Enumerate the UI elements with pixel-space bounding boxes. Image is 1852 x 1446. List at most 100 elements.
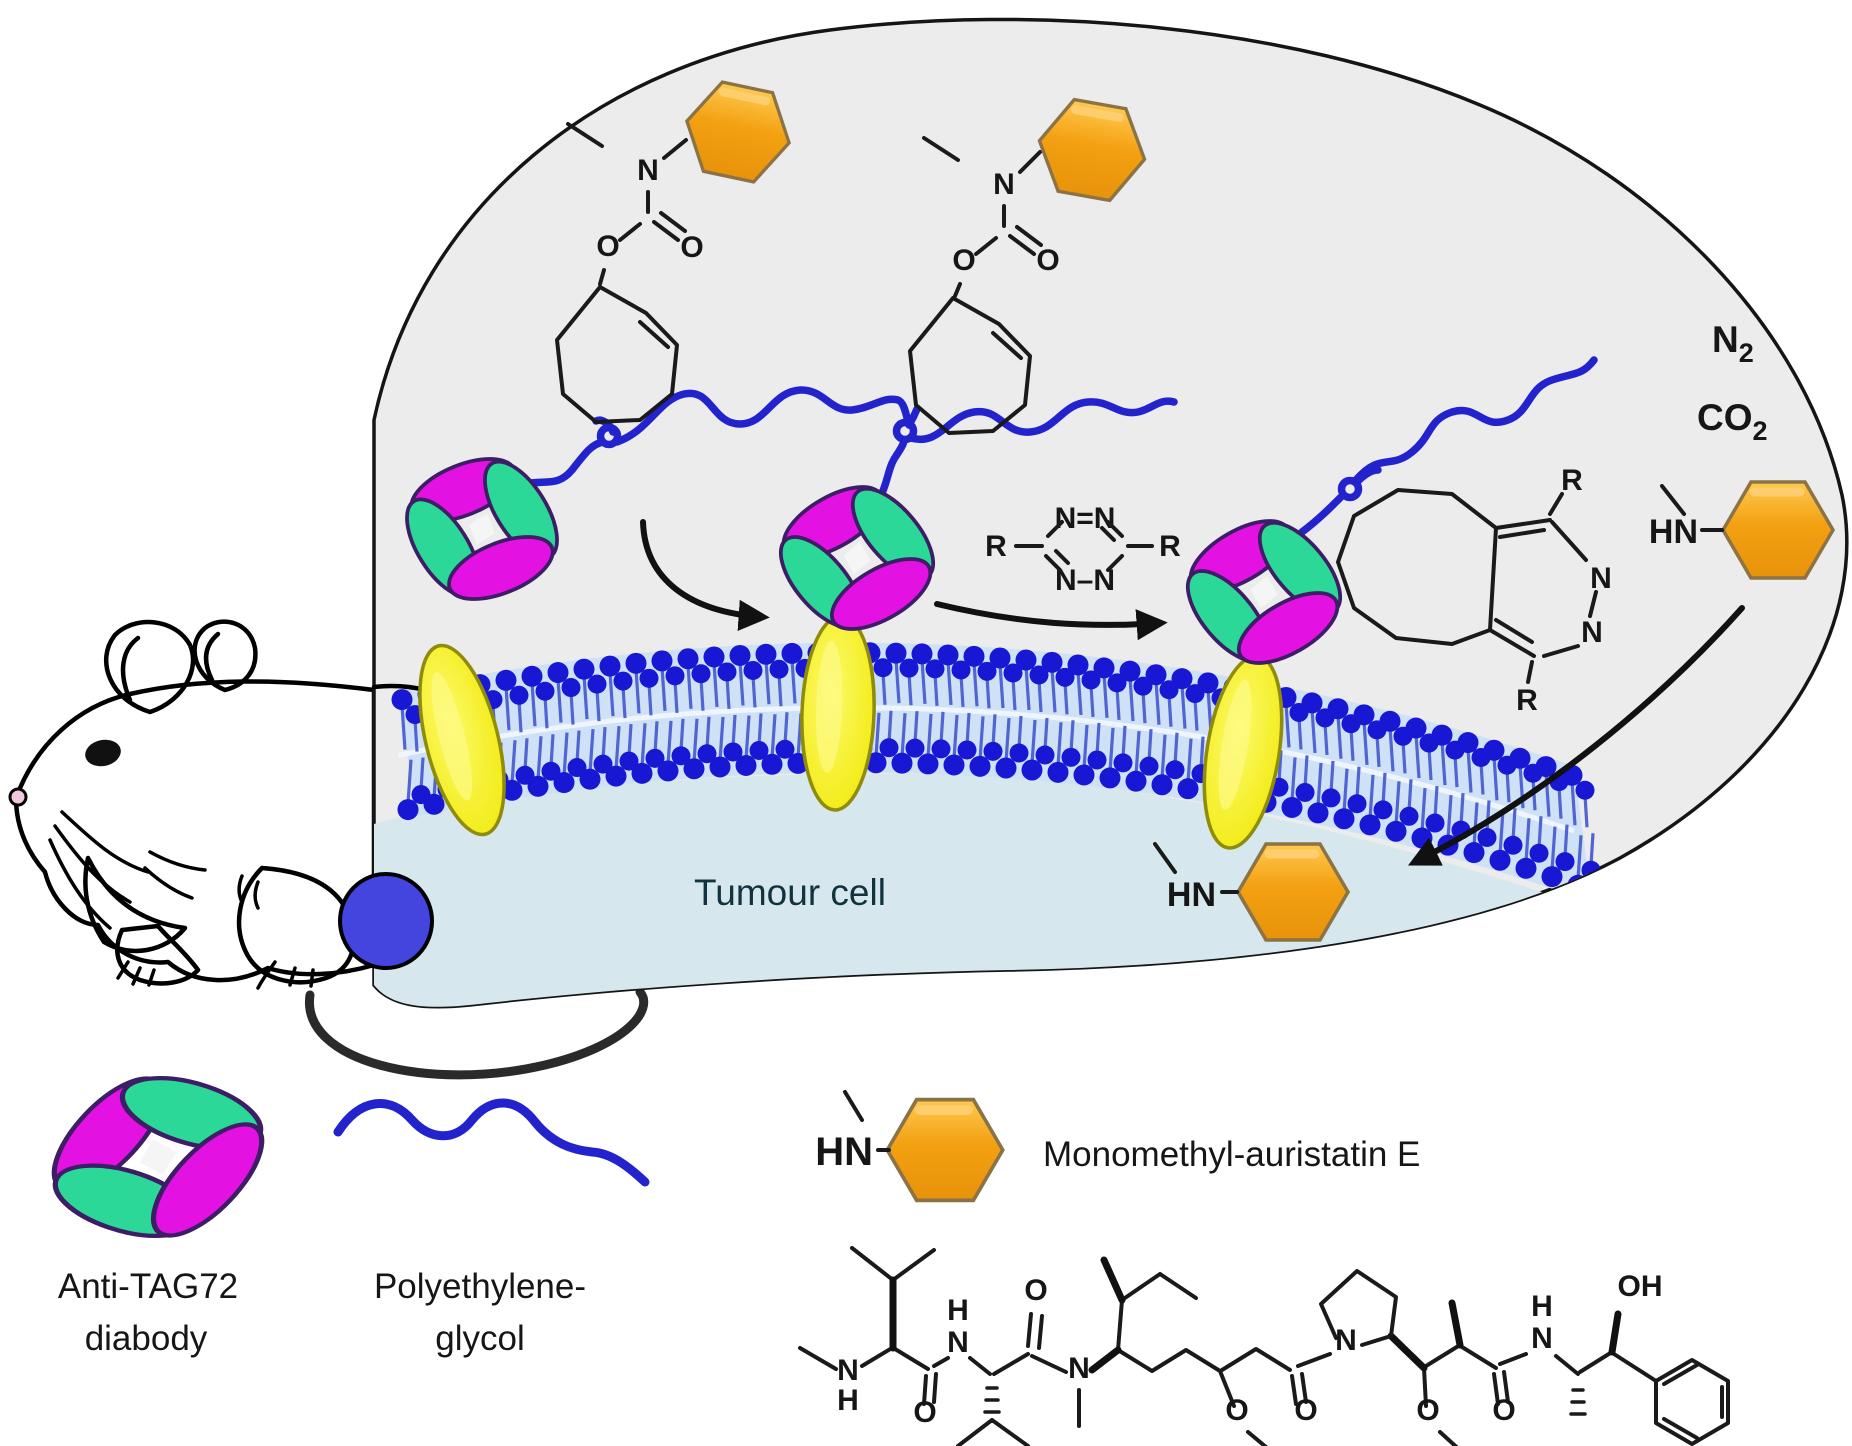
lipid-head [983,741,1003,761]
mouse-ear-inner-left [120,635,141,703]
lipid-head [943,754,965,776]
atom-label: O [952,244,975,277]
lipid-head [1073,764,1095,786]
legend-peg-line1: Polyethylene- [374,1267,586,1306]
lipid-tail [1069,720,1075,753]
lipid-tail [738,661,745,706]
lipid-head [1125,770,1147,792]
lipid-head [541,761,561,781]
lipid-tail [1557,786,1563,819]
lipid-head [1035,745,1055,765]
lipid-tail [666,720,673,765]
lipid-tail [1193,698,1199,731]
lipid-tail [1121,725,1127,759]
lipid-tail [1524,818,1531,863]
lipid-head [671,746,691,766]
lipid-tail [608,671,615,717]
lipid-head [1087,750,1107,770]
lipid-tail [582,675,589,720]
lipid-head [1093,657,1115,679]
atom-label: O [1024,1274,1047,1307]
lipid-head [749,740,769,760]
lipid-tail [920,659,927,705]
lipid-head [1321,788,1341,808]
lipid-head [1301,692,1323,714]
lipid-head [1015,649,1037,671]
lipid-tail [660,666,667,711]
binding-arrow [640,519,770,631]
lipid-head [631,762,653,784]
lipid-tail [972,662,979,707]
mouse-ear-left [103,619,196,715]
lipid-head [1567,874,1589,896]
atom-label: N [837,1354,859,1387]
lipid-tail [1498,810,1505,855]
released-amine-outside: HN [1649,484,1724,551]
peg-3-tail [1352,356,1598,484]
lipid-tail [1407,779,1413,812]
lipid-head [697,744,717,764]
lipid-tail [1479,762,1485,795]
lipid-head [703,646,725,668]
atom-label: N [993,168,1015,201]
lipid-tail [1472,802,1479,847]
lipid-tail [1186,738,1193,783]
lipid-tail [1375,734,1381,767]
peg-1-loop [596,423,622,449]
atom-label: N [637,154,659,187]
lipid-tail [718,716,725,762]
lipid-head [1281,796,1303,818]
mmae-phenyl-ring [1654,1358,1730,1446]
lipid-head [729,644,751,666]
lipid-tail [575,730,581,763]
product-n-upper-label: N [1590,562,1612,595]
lipid-head [1333,808,1355,830]
tumor-spot [338,872,434,970]
lipid-tail [1368,774,1375,819]
lipid-head [535,681,555,701]
lipid-tail [1537,816,1543,849]
atom-label: O [1225,1394,1248,1427]
lipid-tail [1563,824,1569,857]
lipid-tail [952,714,959,760]
lipid-head [995,757,1017,779]
click-reaction-arrow [934,601,1168,641]
lipid-tail [913,711,919,744]
lipid-head [1055,667,1075,687]
mouse-front-claws [116,960,156,987]
lipid-tail [1154,680,1161,725]
lipid-tail [991,714,997,747]
lipid-tail [926,713,933,759]
lipid-tail [770,714,777,759]
lipid-head [1081,670,1101,690]
lipid-tail [712,662,719,708]
lipid-head [1145,664,1167,686]
lipid-tail [699,678,705,711]
lipid-head [1327,698,1349,720]
lipid-head [495,669,517,691]
atom-label: H [1531,1290,1553,1323]
lipid-tail [705,716,711,749]
lipid-head [743,660,763,680]
lipid-tail [1082,724,1089,770]
peg-1-tail [613,386,912,446]
lipid-head [885,642,907,664]
lipid-tail [1511,808,1517,841]
atom-label: O [1294,1394,1317,1427]
lipid-head [1009,743,1029,763]
lipid-tail [1446,795,1453,840]
lipid-head [775,739,795,759]
lipid-head [605,765,627,787]
lipid-tail [1576,835,1583,880]
product-r-bottom-label: R [1516,684,1538,717]
lipid-head [1399,806,1419,826]
lipid-tail [673,680,679,713]
lipid-tail [1095,722,1101,756]
lipid-head [1099,767,1121,789]
lipid-tail [517,700,523,733]
lipid-head [1041,651,1063,673]
lipid-tail [595,689,601,722]
legend-diabody-line1: Anti-TAG72 [58,1267,238,1306]
